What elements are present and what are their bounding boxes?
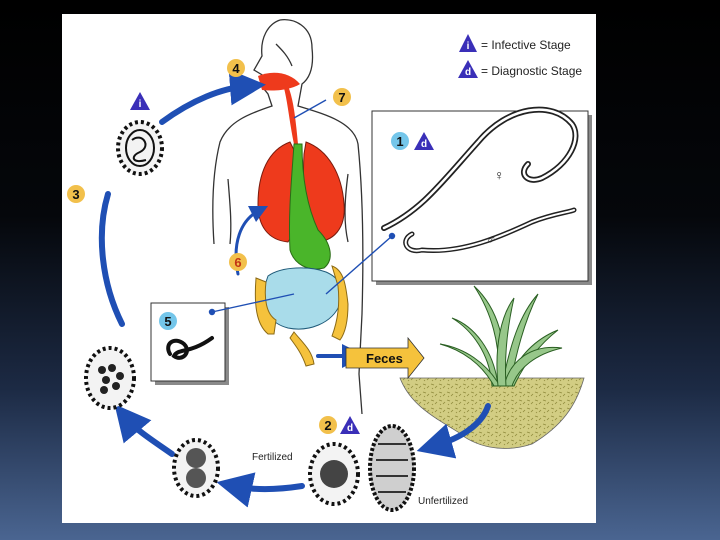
soil	[399, 377, 585, 449]
step-4-number: 4	[232, 61, 240, 76]
egg-unfertilized	[368, 424, 416, 512]
step-badges: 1 d 2 d 3 4 5 6 7	[67, 59, 434, 434]
step-3-number: 3	[72, 187, 79, 202]
larva	[166, 336, 214, 360]
diagram-panel: i = Infective Stage d = Diagnostic Stage	[62, 14, 596, 523]
colon-left	[254, 277, 277, 335]
legend-diagnostic-text: = Diagnostic Stage	[481, 64, 582, 78]
egg-fertilized	[308, 442, 360, 506]
step-1-marker: d	[421, 139, 427, 150]
adult-worms-box: ♀ ♂	[371, 106, 592, 285]
egg-infective	[116, 120, 164, 176]
fertilized-label: Fertilized	[252, 452, 293, 463]
legend-infective: i = Infective Stage	[459, 34, 571, 52]
arrow-left-up	[98, 191, 125, 327]
eggs: Fertilized Unfertilized	[84, 120, 468, 512]
step-2-number: 2	[324, 418, 331, 433]
diagnostic-triangle-icon	[458, 60, 478, 78]
legend: i = Infective Stage d = Diagnostic Stage	[458, 34, 582, 78]
feces-arrow: Feces	[345, 336, 425, 380]
trachea	[284, 86, 298, 144]
egg-embryonated	[84, 346, 136, 410]
larva-box	[150, 302, 229, 385]
infective-marker: i	[130, 92, 150, 110]
step-5-number: 5	[164, 314, 171, 329]
stomach-esophagus	[288, 143, 331, 270]
legend-infective-text: = Infective Stage	[481, 38, 571, 52]
step-1-number: 1	[396, 134, 403, 149]
pointer-step-7	[293, 99, 327, 119]
feces-label: Feces	[366, 351, 403, 366]
egg-two-cell	[172, 438, 220, 498]
arrow-bottom	[216, 472, 305, 508]
rectum	[289, 331, 315, 367]
infective-triangle-icon	[130, 92, 150, 110]
female-symbol: ♀	[494, 167, 505, 183]
step-3-badge: 3	[67, 185, 85, 203]
unfertilized-label: Unfertilized	[418, 496, 468, 507]
soil-and-plant	[399, 285, 585, 449]
colon-right	[331, 265, 349, 341]
legend-diagnostic: d = Diagnostic Stage	[458, 60, 582, 78]
arrow-soil-to-eggs	[416, 403, 491, 459]
arrow-left-bottom	[114, 404, 175, 457]
step-7-number: 7	[338, 90, 345, 105]
step-6-badge: 6	[229, 253, 247, 271]
nasal-cavity	[258, 72, 300, 91]
arrow-to-mouth	[159, 69, 266, 125]
step-7-badge: 7	[333, 88, 351, 106]
step-2-marker: d	[347, 423, 353, 434]
step-2-badge: 2 d	[319, 416, 360, 434]
pointer-lines	[208, 99, 396, 316]
step-4-badge: 4	[227, 59, 245, 77]
feces-arrow-shape	[345, 336, 425, 380]
pointer-step-1	[325, 235, 393, 295]
male-symbol: ♂	[486, 231, 497, 247]
diagnostic-triangle-icon	[340, 416, 360, 434]
internal-organs	[254, 72, 349, 367]
step-5-badge: 5	[159, 312, 177, 330]
legend-infective-symbol: i	[467, 41, 470, 52]
step-1-badge: 1 d	[391, 132, 434, 150]
legend-diagnostic-symbol: d	[465, 67, 471, 78]
infective-marker-symbol: i	[139, 99, 142, 110]
diagnostic-triangle-icon	[414, 132, 434, 150]
plant	[439, 285, 563, 387]
human-body-outline	[212, 19, 364, 415]
step-6-number: 6	[234, 255, 241, 270]
pointer-step-5	[211, 293, 295, 313]
infective-triangle-icon	[459, 34, 477, 52]
